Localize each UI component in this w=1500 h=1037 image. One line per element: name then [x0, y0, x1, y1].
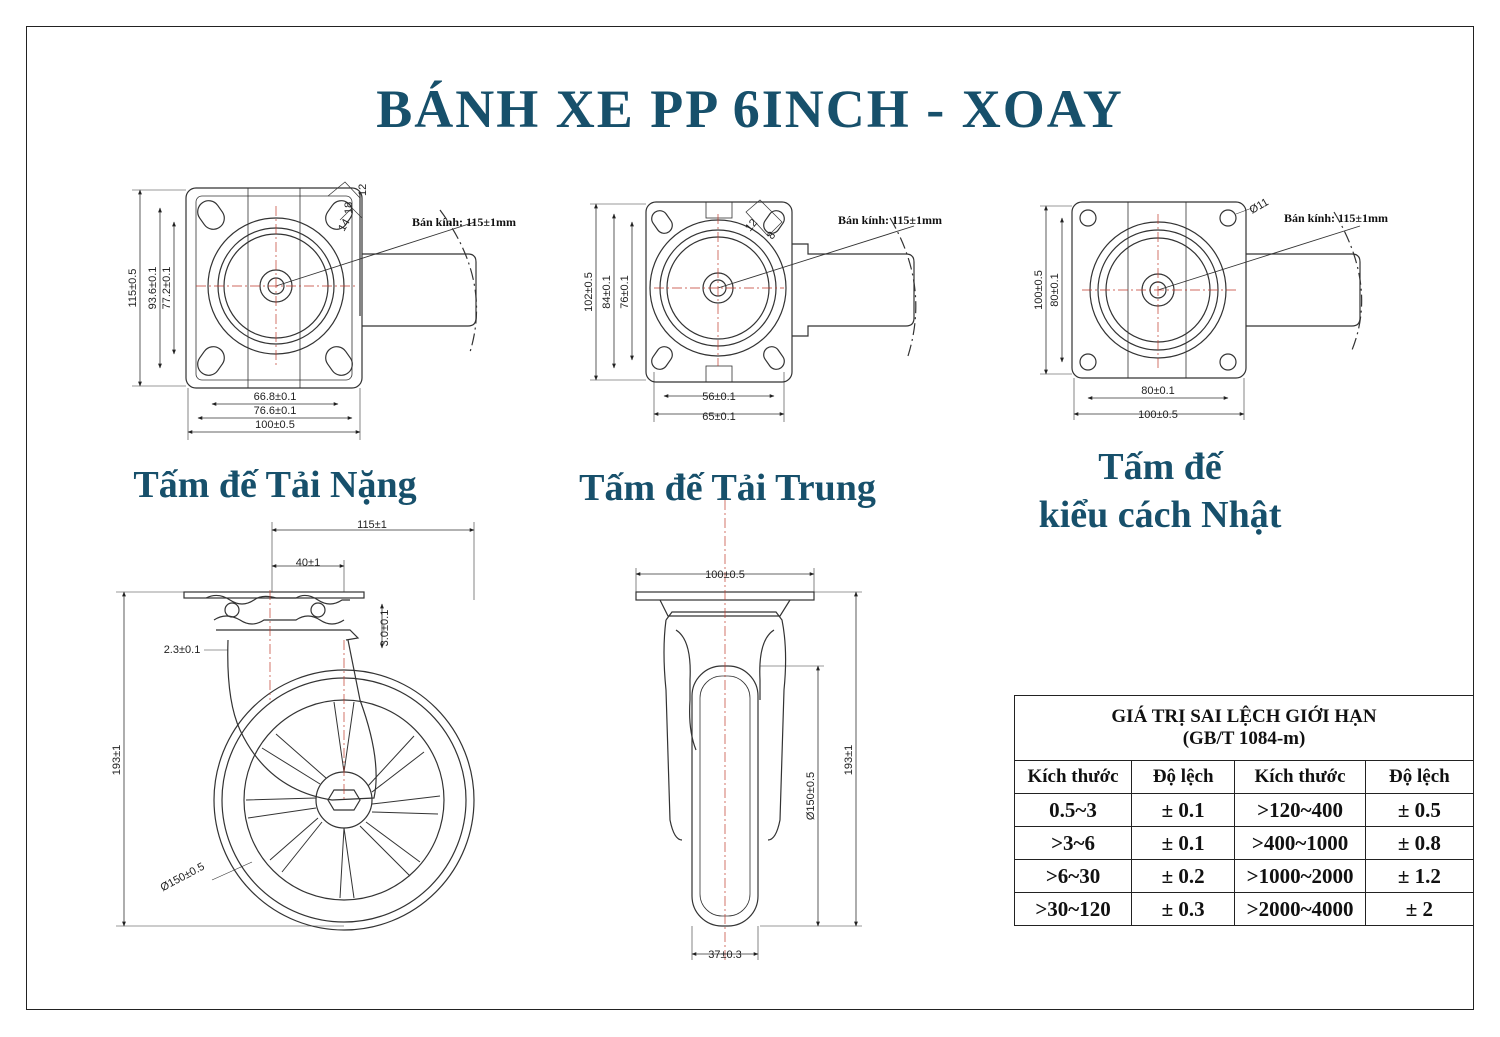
- tolerance-table-header-row: Kích thước Độ lệch Kích thước Độ lệch: [1013, 760, 1475, 794]
- table-cell: >400~1000: [1234, 826, 1366, 860]
- heavy-dim-93-6: 93.6±0.1: [147, 267, 159, 310]
- table-cell: >1000~2000: [1234, 859, 1366, 893]
- table-cell: >3~6: [1013, 826, 1133, 860]
- table-cell: ± 0.1: [1131, 826, 1236, 860]
- caption-japan-plate-line2: kiểu cách Nhật: [1038, 494, 1282, 536]
- front-dim-wheel-150: Ø150±0.5: [805, 772, 817, 820]
- side-dim-2-3: 2.3±0.1: [164, 644, 201, 656]
- japan-radius-note: Bán kính: 115±1mm: [1284, 211, 1388, 225]
- drawing-frame: [26, 26, 1474, 1010]
- table-row: >30~120 ± 0.3 >2000~4000 ± 2: [1013, 892, 1475, 926]
- table-cell: >120~400: [1234, 793, 1366, 827]
- heavy-dim-slot-18: 18: [343, 202, 355, 214]
- front-dim-100: 100±0.5: [705, 569, 745, 581]
- side-dim-wheel-150: Ø150±0.5: [158, 861, 206, 894]
- medium-dim-102: 102±0.5: [583, 272, 595, 312]
- table-cell: ± 2: [1364, 892, 1475, 926]
- front-view-drawing: [635, 500, 862, 960]
- japan-dim-hole-11: Ø11: [1248, 196, 1271, 216]
- heavy-dim-76-6: 76.6±0.1: [254, 405, 297, 417]
- table-row: >3~6 ± 0.1 >400~1000 ± 0.8: [1013, 826, 1475, 860]
- heavy-plate-labels: Bán kính: 115±1mm 115±0.5 93.6±0.1 77.2±…: [127, 184, 516, 431]
- medium-plate-labels: Bán kính: 115±1mm 102±0.5 84±0.1 76±0.1 …: [583, 213, 942, 423]
- table-cell: 0.5~3: [1013, 793, 1133, 827]
- side-dim-40: 40±1: [296, 557, 320, 569]
- heavy-dim-115: 115±0.5: [127, 269, 139, 308]
- japan-plate-drawing: [1040, 201, 1363, 420]
- page-title: BÁNH XE PP 6INCH - XOAY: [376, 79, 1124, 139]
- side-dim-193: 193±1: [111, 745, 123, 776]
- heavy-dim-slot-12: 12: [357, 184, 369, 196]
- tolerance-header-deviation-2: Độ lệch: [1364, 760, 1475, 794]
- table-cell: ± 0.5: [1364, 793, 1475, 827]
- japan-plate-labels: Bán kính: 115±1mm Ø11 100±0.5 80±0.1 80±…: [1033, 196, 1388, 421]
- table-cell: ± 0.3: [1131, 892, 1236, 926]
- front-dim-193: 193±1: [843, 745, 855, 776]
- medium-dim-56: 56±0.1: [702, 391, 736, 403]
- caption-medium-plate: Tấm đế Tải Trung: [579, 467, 876, 509]
- medium-dim-84: 84±0.1: [601, 275, 613, 309]
- table-cell: >30~120: [1013, 892, 1133, 926]
- table-row: >6~30 ± 0.2 >1000~2000 ± 1.2: [1013, 859, 1475, 893]
- table-cell: ± 0.8: [1364, 826, 1475, 860]
- heavy-radius-note: Bán kính: 115±1mm: [412, 215, 516, 229]
- heavy-dim-77-2: 77.2±0.1: [161, 267, 173, 310]
- side-dim-115: 115±1: [357, 519, 387, 531]
- medium-dim-76: 76±0.1: [619, 275, 631, 309]
- table-cell: ± 0.1: [1131, 793, 1236, 827]
- heavy-dim-66-8: 66.8±0.1: [254, 391, 297, 403]
- front-view-labels: 100±0.5 Ø150±0.5 193±1 37±0.3: [705, 569, 855, 961]
- side-dim-3-0: 3.0±0.1: [379, 610, 391, 647]
- table-cell: >6~30: [1013, 859, 1133, 893]
- side-view-drawing: [116, 522, 475, 931]
- table-cell: >2000~4000: [1234, 892, 1366, 926]
- caption-japan-plate-line1: Tấm đế: [1098, 446, 1222, 488]
- tolerance-header-deviation-1: Độ lệch: [1131, 760, 1236, 794]
- medium-plate-drawing: [590, 199, 917, 422]
- front-dim-37: 37±0.3: [708, 949, 742, 961]
- japan-dim-80-vertical: 80±0.1: [1049, 273, 1061, 307]
- table-cell: ± 0.2: [1131, 859, 1236, 893]
- heavy-plate-drawing: [132, 181, 478, 440]
- japan-dim-80-horizontal: 80±0.1: [1141, 385, 1175, 397]
- tolerance-table-title-line1: GIÁ TRỊ SAI LỆCH GIỚI HẠN: [1111, 706, 1377, 727]
- medium-radius-note: Bán kính: 115±1mm: [838, 213, 942, 227]
- tolerance-header-size-1: Kích thước: [1013, 760, 1133, 794]
- medium-dim-65: 65±0.1: [702, 411, 736, 423]
- tolerance-table: GIÁ TRỊ SAI LỆCH GIỚI HẠN (GB/T 1084-m) …: [1013, 695, 1475, 926]
- japan-dim-100-horizontal: 100±0.5: [1138, 409, 1178, 421]
- table-cell: ± 1.2: [1364, 859, 1475, 893]
- caption-heavy-plate: Tấm đế Tải Nặng: [133, 464, 417, 506]
- tolerance-table-title: GIÁ TRỊ SAI LỆCH GIỚI HẠN (GB/T 1084-m): [1014, 695, 1474, 761]
- tolerance-table-title-line2: (GB/T 1084-m): [1182, 728, 1306, 749]
- heavy-dim-100: 100±0.5: [255, 419, 295, 431]
- heavy-dim-slot-14: 14: [336, 217, 353, 234]
- tolerance-header-size-2: Kích thước: [1234, 760, 1366, 794]
- table-row: 0.5~3 ± 0.1 >120~400 ± 0.5: [1013, 793, 1475, 827]
- japan-dim-100-vertical: 100±0.5: [1033, 270, 1045, 310]
- medium-dim-slot-12: 12: [743, 217, 760, 234]
- tolerance-table-title-row: GIÁ TRỊ SAI LỆCH GIỚI HẠN (GB/T 1084-m): [1014, 695, 1474, 761]
